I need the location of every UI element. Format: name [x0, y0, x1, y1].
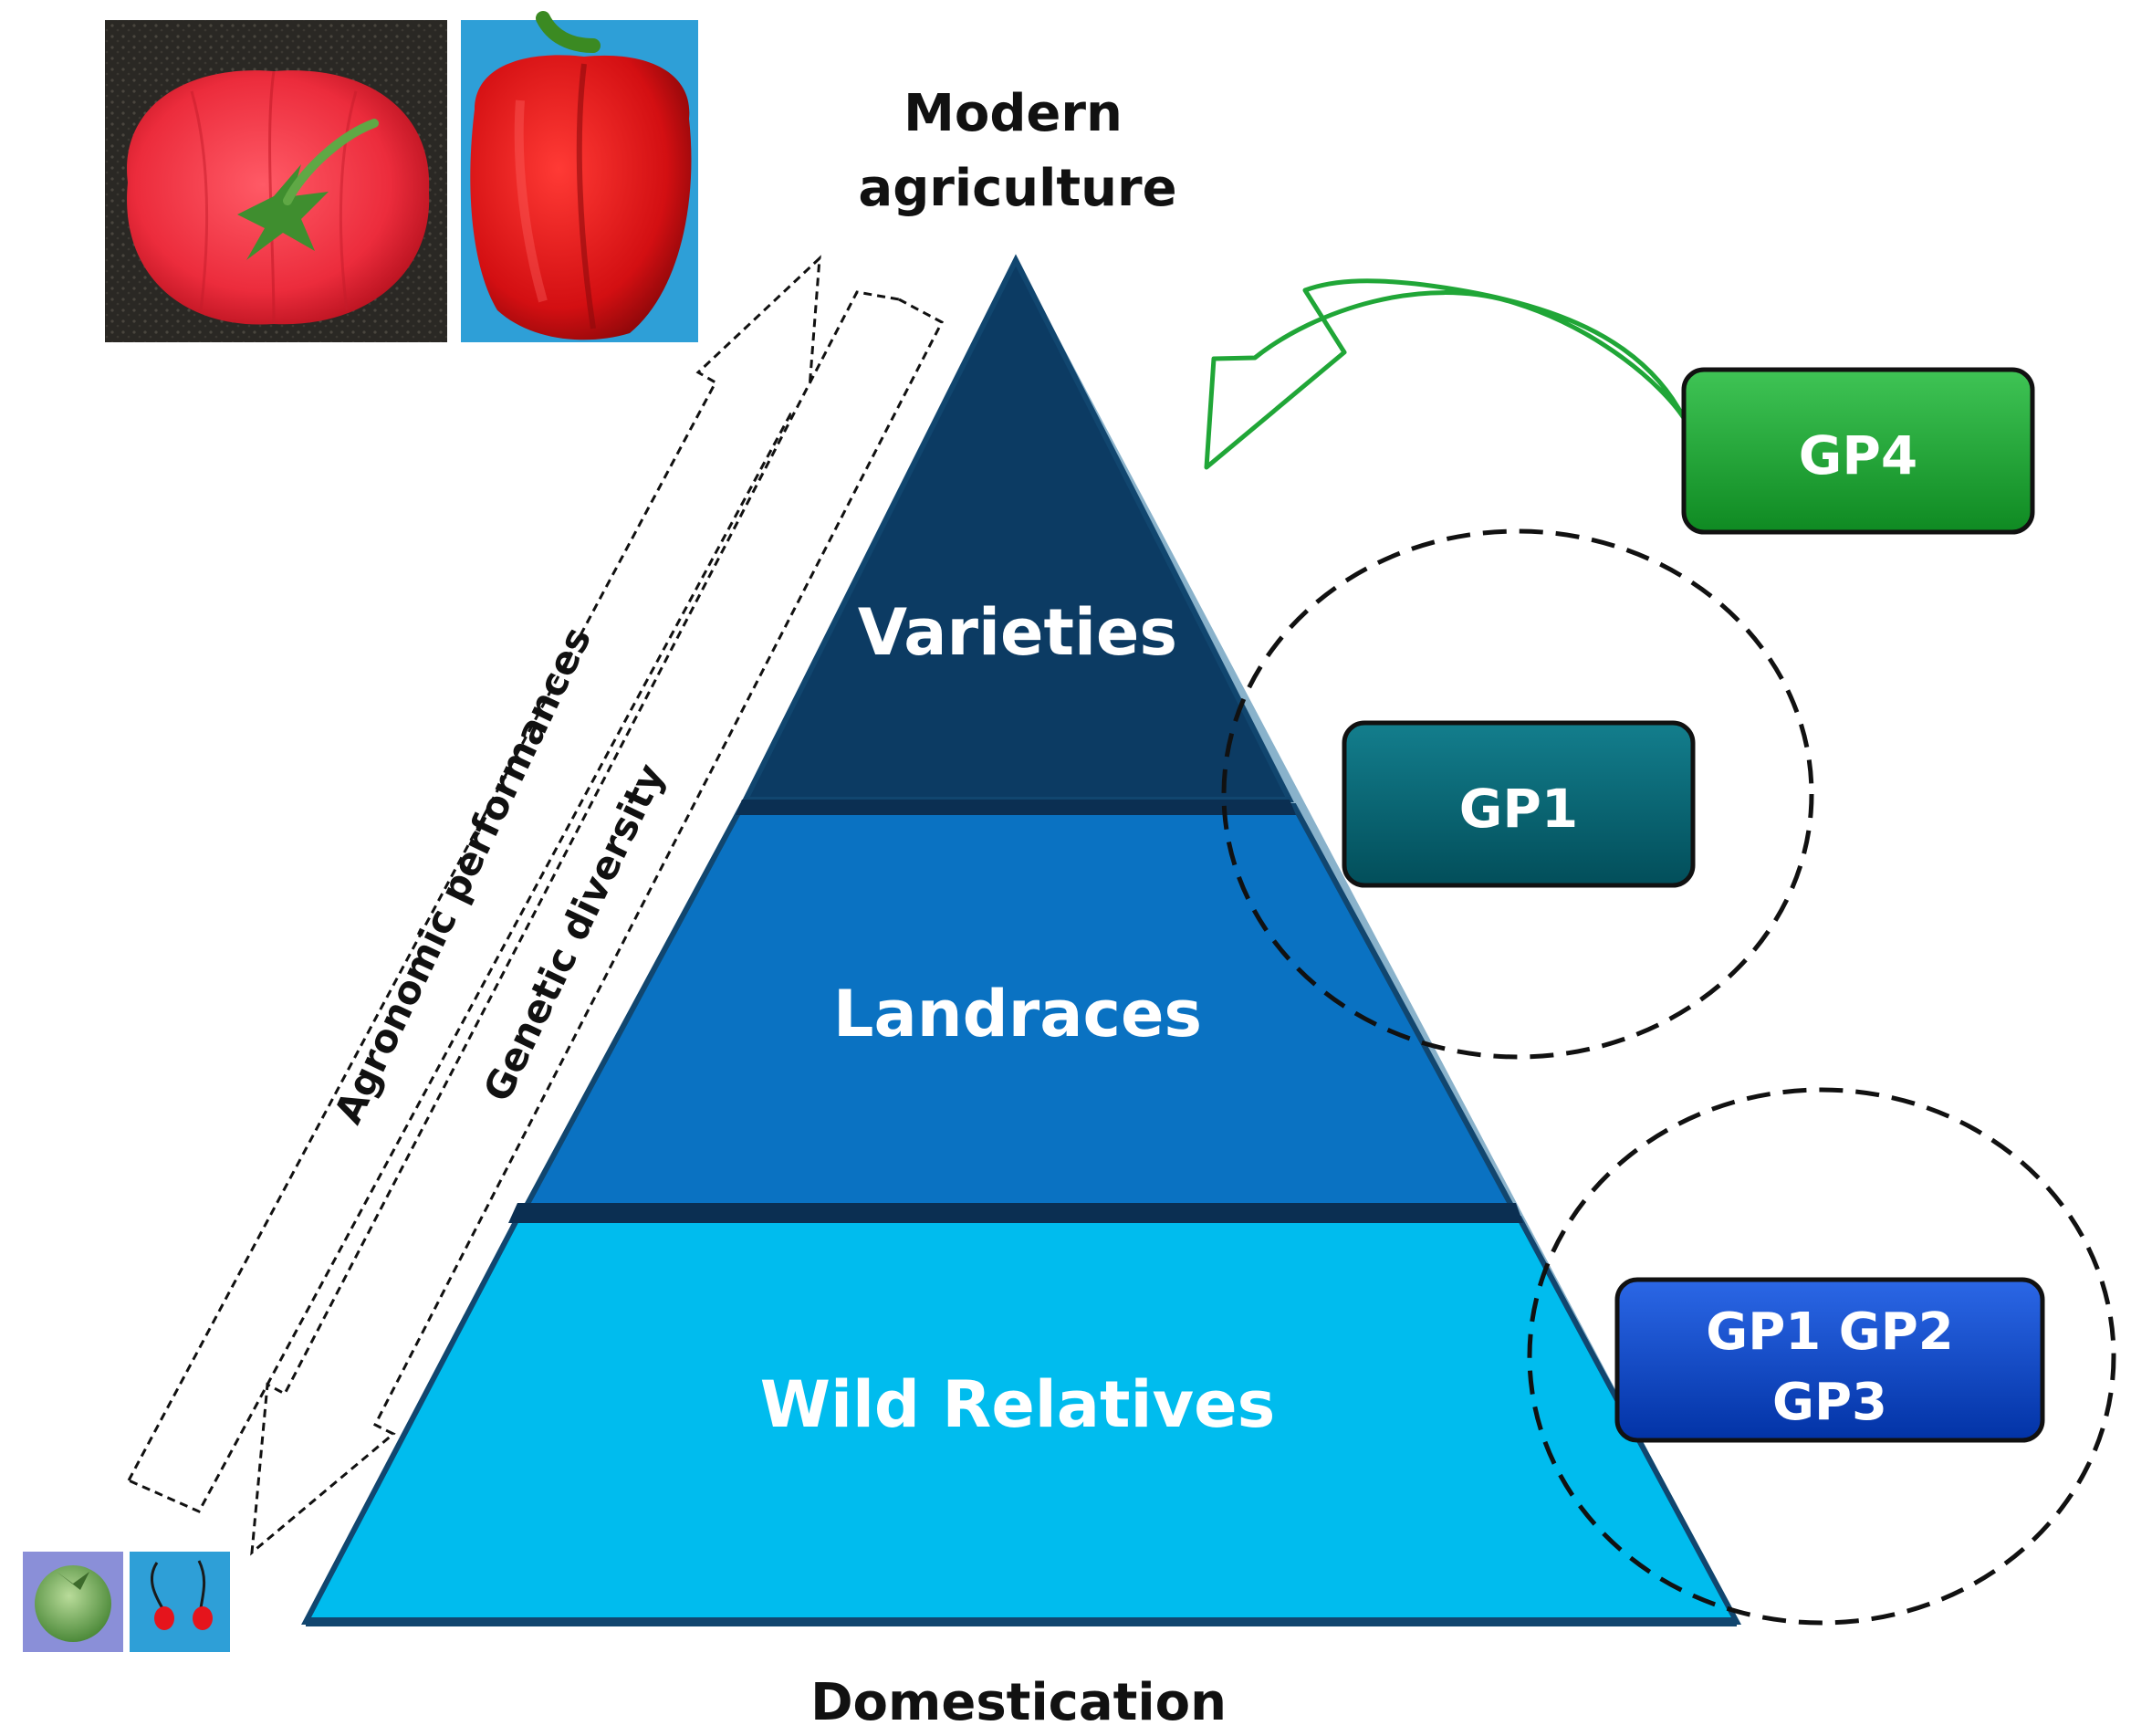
gp1-gp2-gp3-box: GP1 GP2 GP3 [1614, 1277, 2045, 1443]
pyramid [301, 254, 1742, 1626]
domestication-label: Domestication [810, 1673, 1227, 1732]
modern-agriculture-label-line2: agriculture [858, 159, 1176, 218]
genetic-diversity-arrow [250, 290, 945, 1556]
gp1-box: GP1 [1342, 720, 1696, 888]
gp1-gp2-label: GP1 GP2 [1706, 1302, 1953, 1362]
photo-wild-tomato [23, 1552, 123, 1652]
tier-label-wild-relatives: Wild Relatives [760, 1367, 1276, 1442]
photo-cultivated-tomato [105, 20, 447, 342]
photo-wild-pepper [130, 1552, 230, 1652]
agronomic-performances-arrow [126, 255, 821, 1513]
gp4-introgression-arrow [1204, 278, 1687, 470]
photo-cultivated-pepper [461, 11, 698, 342]
gene-pool-circle-upper [1221, 528, 1814, 1060]
modern-agriculture-label-line1: Modern [904, 84, 1123, 143]
gp1-label: GP1 [1459, 778, 1578, 840]
tier-label-varieties: Varieties [858, 595, 1177, 670]
tier-label-landraces: Landraces [833, 977, 1202, 1051]
gene-pool-circle-lower [1527, 1087, 2116, 1626]
gp3-label: GP3 [1772, 1373, 1887, 1432]
gp4-box: GP4 [1681, 367, 2035, 535]
gp4-label: GP4 [1799, 424, 1917, 486]
